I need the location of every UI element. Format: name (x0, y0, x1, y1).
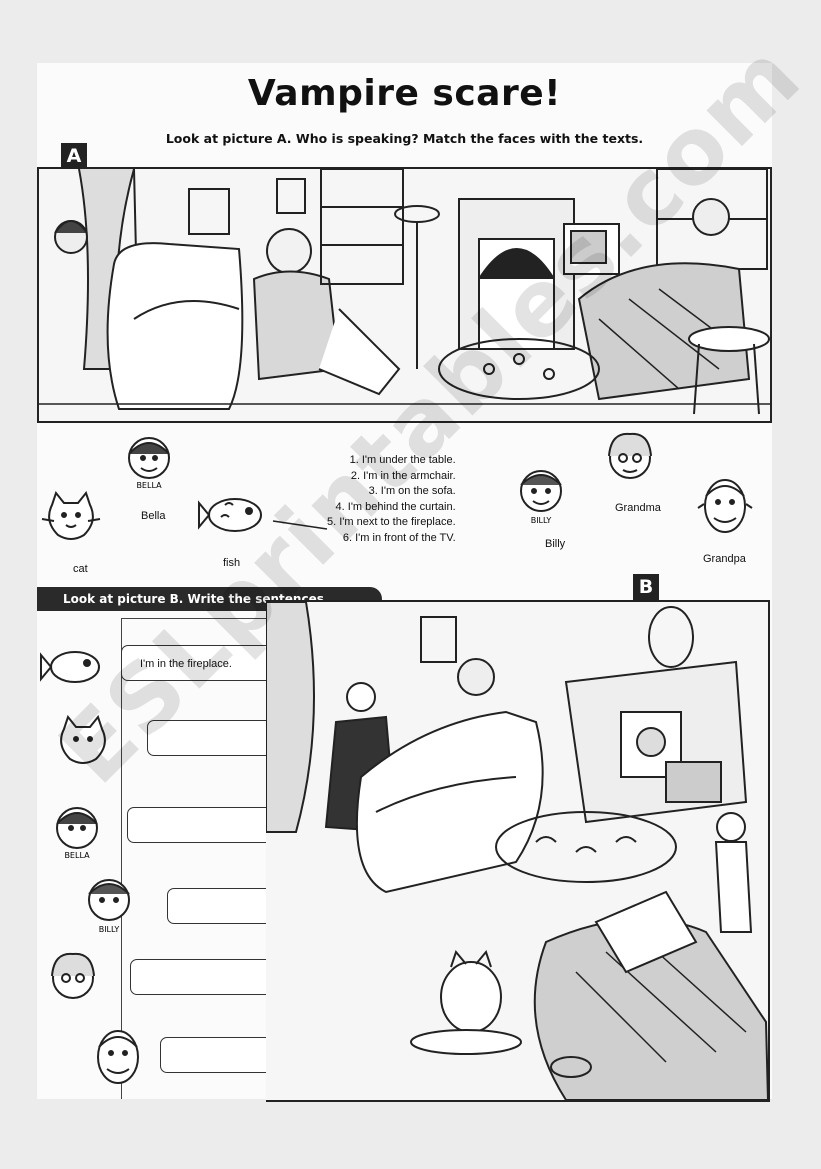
bella-face-icon-b: BELLA (47, 798, 107, 865)
bella-name-tag: BELLA (136, 481, 162, 490)
picture-b (266, 600, 770, 1102)
sentence-2: 2. I'm in the armchair. (350, 469, 456, 482)
caption-fish: fish (223, 557, 241, 569)
answer-bubble-1[interactable]: I'm in the fireplace. (121, 645, 283, 681)
worksheet: Vampire scare! Look at picture A. Who is… (37, 22, 821, 1102)
bella-name-tag-b: BELLA (64, 851, 90, 860)
grandma-face-icon-b (42, 946, 104, 1013)
living-room-illustration (39, 169, 770, 415)
cat-face-icon-b (52, 714, 114, 776)
match-line (272, 520, 328, 530)
cat-face-icon (40, 490, 102, 552)
picture-a (37, 167, 772, 423)
answer-bubble-5[interactable] (130, 959, 292, 995)
sentence-list: 1. I'm under the table. 2. I'm in the ar… (327, 453, 456, 546)
billy-face-icon: BILLY (509, 461, 573, 530)
billy-name-tag-b: BILLY (99, 925, 120, 934)
answer-bubble-3[interactable] (127, 807, 289, 843)
caption-grandpa: Grandpa (703, 553, 746, 565)
fish-face-icon-b (39, 641, 109, 698)
grandpa-face-icon (692, 468, 758, 549)
sentence-1: 1. I'm under the table. (349, 454, 456, 466)
sentence-5: 5. I'm next to the fireplace. (327, 516, 456, 528)
picture-a-label: A (61, 143, 87, 169)
bella-face-icon: BELLA (119, 428, 179, 495)
caption-cat: cat (73, 563, 88, 575)
fish-face-icon (197, 487, 277, 548)
vampire-scene-illustration (266, 602, 768, 1100)
grandpa-face-icon-b (85, 1021, 151, 1098)
instruction-a: Look at picture A. Who is speaking? Matc… (165, 131, 644, 146)
picture-b-label: B (633, 574, 659, 600)
grandma-face-icon (599, 426, 661, 493)
caption-grandma: Grandma (615, 502, 661, 514)
billy-name-tag: BILLY (531, 516, 552, 525)
sentence-3: 3. I'm on the sofa. (368, 485, 456, 497)
billy-face-icon-b: BILLY (77, 870, 141, 939)
caption-bella: Bella (141, 510, 166, 522)
sentence-6: 6. I'm in front of the TV. (342, 531, 456, 544)
sentence-4: 4. I'm behind the curtain. (335, 500, 456, 513)
answer-frame (121, 618, 267, 1099)
caption-billy: Billy (545, 538, 566, 550)
worksheet-title: Vampire scare! (247, 73, 562, 114)
